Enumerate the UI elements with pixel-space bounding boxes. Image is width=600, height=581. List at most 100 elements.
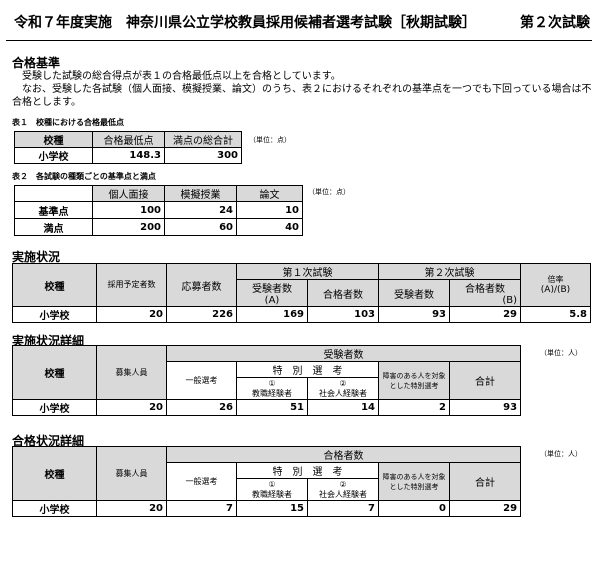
pass-detail-header-society-label: 社会人経験者: [319, 489, 367, 499]
pass-detail-header-special: 特 別 選 考: [236, 462, 379, 479]
pass-detail-cell: 0: [378, 500, 450, 517]
pass-detail-cell: 20: [96, 500, 167, 517]
detail-cell: 20: [96, 399, 167, 416]
status-cell: 226: [166, 306, 237, 323]
table2-header: 模擬授業: [164, 185, 237, 202]
status-header-examinees-a: 受験者数(A): [236, 279, 308, 307]
status-cell: 29: [449, 306, 521, 323]
detail-header-group: 受験者数: [165, 345, 522, 362]
table1-cell: 小学校: [14, 147, 93, 164]
pass-detail-header-teacher-label: 教職経験者: [252, 489, 292, 499]
table2-header: 個人面接: [92, 185, 165, 202]
detail-unit: （単位：人）: [540, 349, 582, 357]
status-heading: 実施状況: [12, 250, 61, 264]
pass-detail-cell: 29: [448, 500, 522, 517]
detail-cell: 2: [378, 399, 450, 416]
table1-unit: （単位：点）: [249, 136, 291, 144]
status-header-ratio-sub: (A)/(B): [540, 285, 571, 295]
status-header-pass2: 合格者数(B): [449, 279, 521, 307]
status-header-b: (B): [502, 295, 517, 306]
status-header-pass1: 合格者数: [307, 279, 379, 307]
status-header-a: (A): [264, 295, 280, 306]
status-header-examinees-label: 受験者数: [252, 284, 292, 295]
pass-criteria-line1: 受験した試験の総合得点が表１の合格最低点以上を合格としています。: [22, 71, 341, 82]
detail-header-teacher-label: 教職経験者: [252, 388, 292, 398]
status-header-planned: 採用予定者数: [96, 263, 167, 307]
detail-header-society-num: ②: [339, 378, 347, 388]
table1-cell: 148.3: [92, 147, 165, 164]
page-title: 令和７年度実施 神奈川県公立学校教員採用候補者選考試験［秋期試験］ 第２次試験: [14, 12, 590, 32]
detail-cell: 26: [166, 399, 237, 416]
detail-cell: 51: [236, 399, 308, 416]
detail-cell: 14: [307, 399, 379, 416]
detail-table: 校種 募集人員 受験者数 一般選考 特 別 選 考 障害のある人を対象とした特別…: [12, 345, 522, 416]
table1-header: 合格最低点: [92, 131, 165, 148]
table2-cell: 満点: [14, 218, 93, 236]
pass-detail-unit: （単位：人）: [540, 450, 582, 458]
pass-detail-header-society-num: ②: [339, 479, 347, 489]
status-header-examinees2: 受験者数: [378, 279, 450, 307]
pass-detail-table: 校種 募集人員 合格者数 一般選考 特 別 選 考 障害のある人を対象とした特別…: [12, 446, 522, 517]
pass-detail-cell: 7: [166, 500, 237, 517]
status-header-school: 校種: [12, 263, 97, 307]
title-main: 令和７年度実施 神奈川県公立学校教員採用候補者選考試験［秋期試験］: [14, 15, 476, 31]
table2-cell: 100: [92, 201, 165, 219]
status-header-applicants: 応募者数: [166, 263, 237, 307]
status-header-ratio: 倍率(A)/(B): [520, 263, 591, 307]
pass-criteria-heading: 合格基準: [12, 56, 61, 70]
table2-cell: 200: [92, 218, 165, 236]
detail-header-special: 特 別 選 考: [236, 361, 379, 378]
status-header-second: 第２次試験: [378, 263, 521, 280]
table1-cell: 300: [164, 147, 242, 164]
pass-detail-header-group: 合格者数: [165, 446, 522, 463]
status-table: 校種 採用予定者数 応募者数 第１次試験 第２次試験 倍率(A)/(B) 受験者…: [12, 263, 591, 323]
table2: 個人面接 模擬授業 論文 基準点 100 24 10 満点 200 60 40: [14, 185, 303, 236]
status-header-ratio-label: 倍率: [547, 275, 564, 284]
table2-header: [14, 185, 93, 202]
pass-detail-header-total: 合計: [448, 462, 522, 501]
status-cell: 103: [307, 306, 379, 323]
table1-header: 満点の総合計: [164, 131, 242, 148]
pass-detail-cell: 7: [307, 500, 379, 517]
detail-header-recruit: 募集人員: [96, 345, 167, 400]
pass-detail-header-disability: 障害のある人を対象とした特別選考: [378, 462, 450, 501]
table1-caption: 表１ 校種における合格最低点: [12, 118, 124, 127]
table2-header: 論文: [236, 185, 303, 202]
detail-header-general: 一般選考: [166, 361, 237, 400]
pass-detail-header-teacher-num: ①: [268, 479, 276, 489]
table2-unit: （単位：点）: [308, 188, 350, 196]
pass-detail-heading: 合格状況詳細: [12, 434, 85, 448]
table2-cell: 40: [236, 218, 303, 236]
table2-cell: 24: [164, 201, 237, 219]
status-cell: 5.8: [520, 306, 591, 323]
detail-cell: 小学校: [12, 399, 97, 416]
pass-detail-cell: 小学校: [12, 500, 97, 517]
pass-detail-cell: 15: [236, 500, 308, 517]
status-cell: 169: [236, 306, 308, 323]
detail-cell: 93: [448, 399, 522, 416]
table2-cell: 60: [164, 218, 237, 236]
detail-header-teacher-num: ①: [268, 378, 276, 388]
status-cell: 93: [378, 306, 450, 323]
pass-criteria-line2: なお、受験した各試験（個人面接、模擬授業、論文）のうち、表２におけるそれぞれの基…: [12, 84, 592, 108]
pass-detail-header-recruit: 募集人員: [96, 446, 167, 501]
detail-header-disability: 障害のある人を対象とした特別選考: [378, 361, 450, 400]
pass-detail-header-general: 一般選考: [166, 462, 237, 501]
detail-heading: 実施状況詳細: [12, 334, 85, 348]
status-cell: 20: [96, 306, 167, 323]
table2-cell: 10: [236, 201, 303, 219]
title-rule: [6, 40, 592, 41]
status-header-first: 第１次試験: [236, 263, 379, 280]
detail-header-school: 校種: [12, 345, 97, 400]
title-stage: 第２次試験: [520, 15, 590, 31]
pass-detail-header-school: 校種: [12, 446, 97, 501]
detail-header-total: 合計: [448, 361, 522, 400]
table1: 校種 合格最低点 満点の総合計 小学校 148.3 300: [14, 131, 242, 164]
table1-header: 校種: [14, 131, 93, 148]
table2-cell: 基準点: [14, 201, 93, 219]
detail-header-society-label: 社会人経験者: [319, 388, 367, 398]
status-cell: 小学校: [12, 306, 97, 323]
